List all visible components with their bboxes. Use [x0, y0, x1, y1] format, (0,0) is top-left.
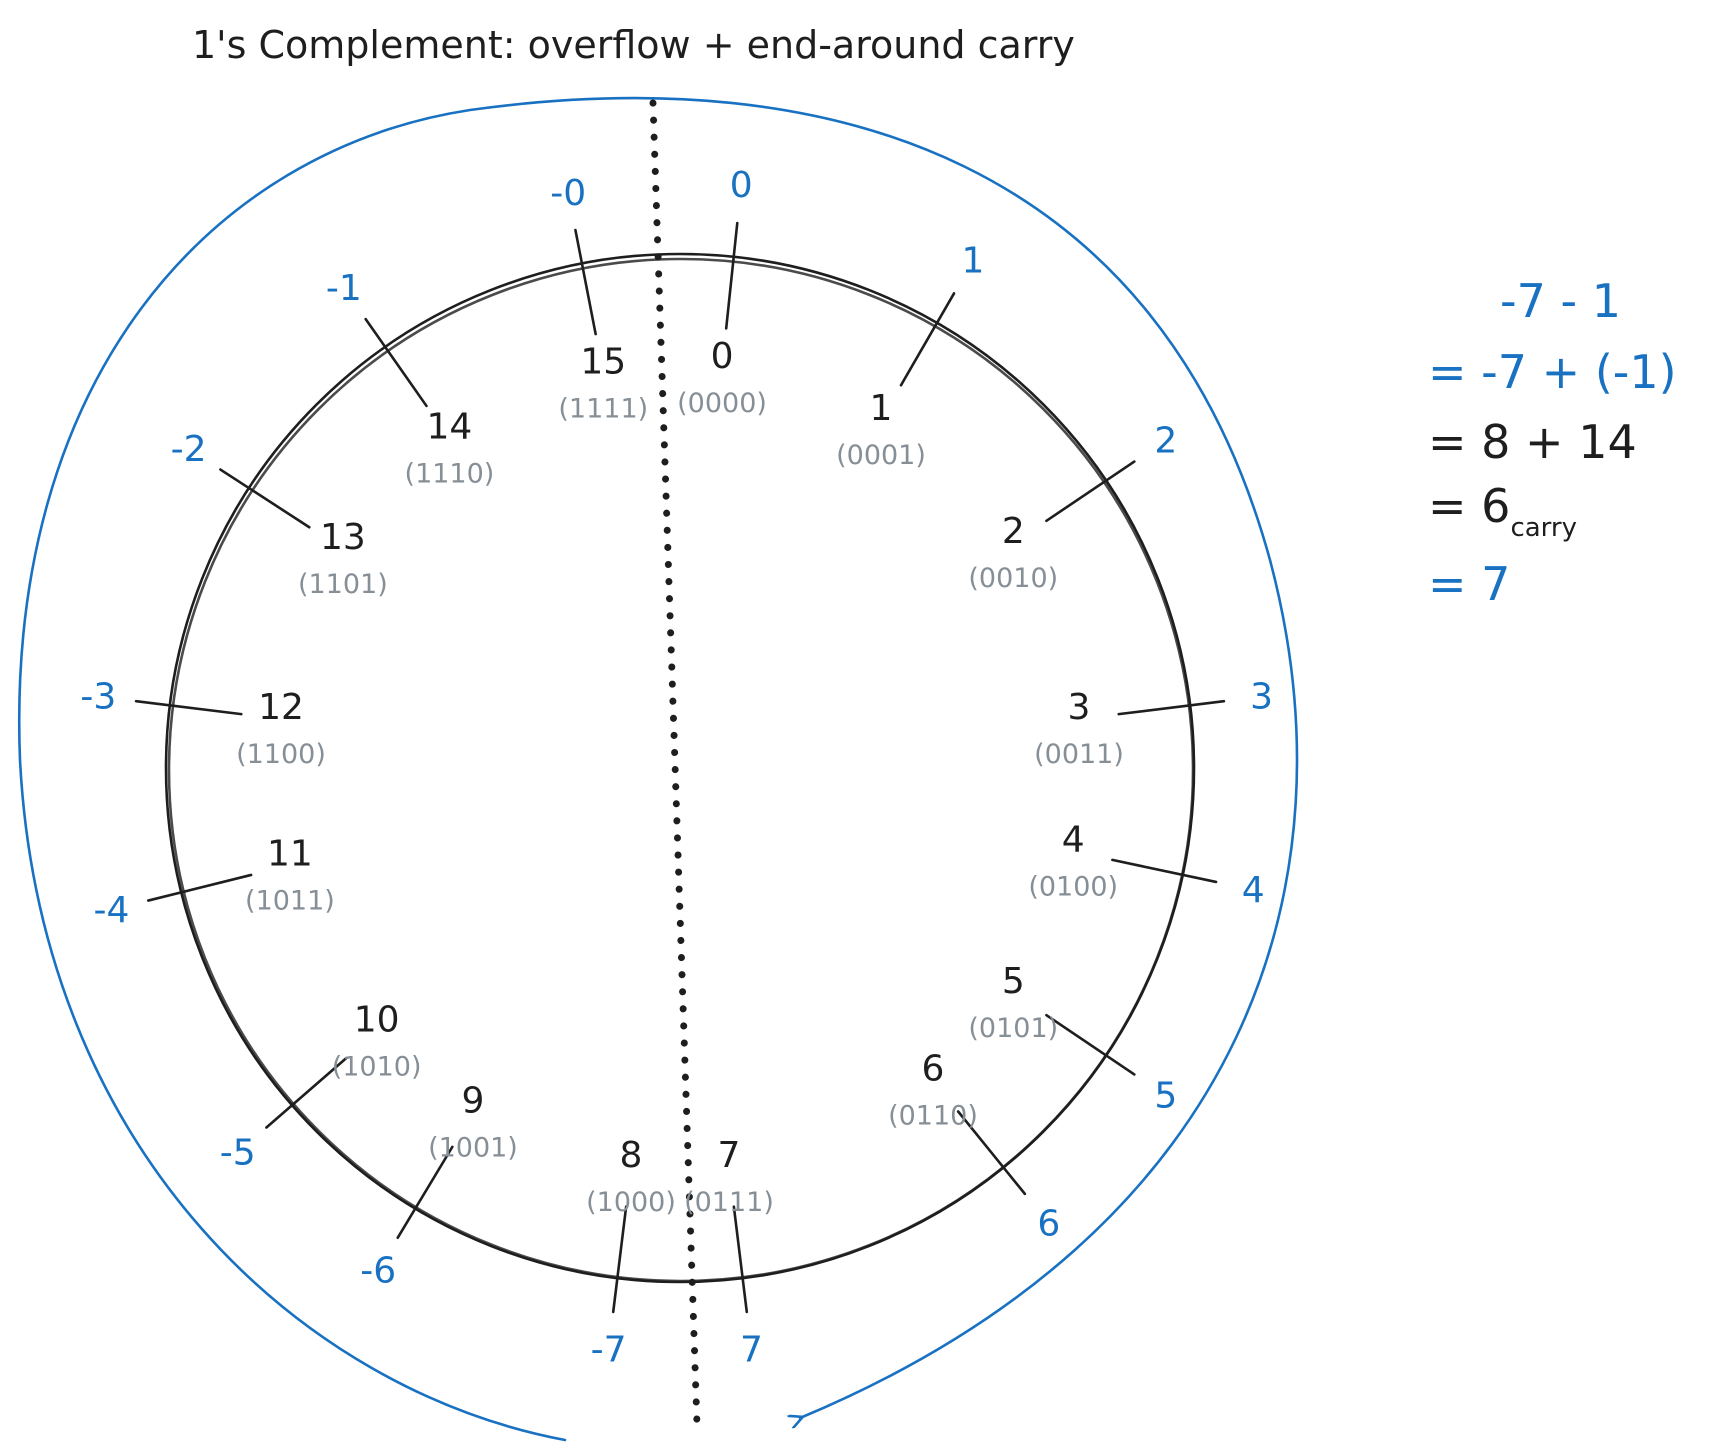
tick-line — [146, 873, 253, 902]
unsigned-value-label: 10 — [354, 1000, 400, 1041]
signed-value-label: 6 — [1037, 1203, 1060, 1244]
tick-line — [396, 1145, 454, 1240]
binary-value-label: (0100) — [1028, 872, 1118, 903]
unsigned-value-label: 4 — [1062, 820, 1085, 861]
binary-value-label: (0110) — [888, 1100, 978, 1131]
tick-line — [1045, 460, 1136, 523]
binary-value-label: (1101) — [298, 569, 388, 600]
unsigned-value-label: 2 — [1002, 511, 1025, 552]
tick-line — [724, 221, 739, 330]
binary-value-label: (0001) — [836, 440, 926, 471]
equation-block: -7 - 1 = -7 + (-1) = 8 + 14 = 6carry = 7 — [1428, 274, 1677, 611]
unsigned-value-label: 3 — [1068, 687, 1091, 728]
signed-value-label: 1 — [962, 241, 985, 282]
tick-marks: 0(0000)01(0001)12(0010)23(0011)34(0100)4… — [80, 165, 1273, 1370]
diagram-title: 1's Complement: overflow + end-around ca… — [192, 23, 1075, 67]
end-around-carry-arrow — [17, 96, 1299, 1442]
signed-value-label: 4 — [1242, 870, 1265, 911]
overflow-divider — [649, 99, 701, 1429]
signed-value-label: -4 — [93, 890, 129, 931]
tick-line — [219, 468, 311, 529]
signed-value-label: -3 — [80, 677, 116, 718]
tick-line — [265, 1056, 348, 1129]
tick-line — [134, 699, 243, 716]
binary-value-label: (0111) — [684, 1187, 774, 1218]
binary-value-label: (1000) — [586, 1187, 676, 1218]
equation-line-4: = 6carry — [1428, 479, 1577, 543]
unsigned-value-label: 7 — [718, 1135, 741, 1176]
binary-value-label: (1110) — [405, 459, 495, 490]
tick-line — [364, 317, 428, 408]
binary-value-label: (0000) — [677, 388, 767, 419]
tick-line — [1111, 858, 1218, 884]
unsigned-value-label: 11 — [267, 833, 313, 874]
signed-value-label: 3 — [1250, 677, 1273, 718]
signed-value-label: 7 — [740, 1330, 763, 1371]
equation-line-3: = 8 + 14 — [1428, 415, 1637, 469]
unsigned-value-label: 5 — [1002, 961, 1025, 1002]
binary-value-label: (1111) — [558, 393, 648, 424]
binary-value-label: (1011) — [245, 885, 335, 916]
signed-value-label: -7 — [591, 1330, 627, 1371]
signed-value-label: -0 — [550, 173, 586, 214]
unsigned-value-label: 8 — [620, 1135, 643, 1176]
unsigned-value-label: 15 — [580, 341, 626, 382]
tick-line — [574, 228, 597, 336]
equation-line-5: = 7 — [1428, 557, 1510, 611]
tick-line — [899, 292, 956, 387]
unsigned-value-label: 0 — [711, 336, 734, 377]
equation-line-4-subscript: carry — [1510, 513, 1577, 543]
signed-value-label: -5 — [220, 1132, 256, 1173]
binary-value-label: (1001) — [428, 1133, 518, 1164]
tick-line — [611, 1205, 628, 1314]
tick-line — [1045, 1013, 1136, 1076]
signed-value-label: 2 — [1154, 420, 1177, 461]
unsigned-value-label: 1 — [870, 388, 893, 429]
number-wheel-circle-stroke2 — [167, 257, 1195, 1283]
signed-value-label: 0 — [730, 165, 753, 206]
binary-value-label: (0101) — [968, 1013, 1058, 1044]
binary-value-label: (1010) — [332, 1052, 422, 1083]
signed-value-label: 5 — [1154, 1076, 1177, 1117]
binary-value-label: (0011) — [1034, 739, 1124, 770]
unsigned-value-label: 12 — [258, 687, 304, 728]
equation-line-2: = -7 + (-1) — [1428, 345, 1677, 399]
tick-line — [956, 1110, 1027, 1196]
unsigned-value-label: 9 — [462, 1081, 485, 1122]
tick-line — [1117, 699, 1226, 716]
signed-value-label: -1 — [326, 268, 362, 309]
signed-value-label: -2 — [171, 429, 207, 470]
unsigned-value-label: 6 — [922, 1048, 945, 1089]
unsigned-value-label: 13 — [320, 517, 366, 558]
binary-value-label: (1100) — [236, 739, 326, 770]
unsigned-value-label: 14 — [427, 407, 473, 448]
tick-line — [732, 1205, 749, 1314]
equation-line-4-main: = 6 — [1428, 479, 1510, 533]
binary-value-label: (0010) — [968, 563, 1058, 594]
equation-line-1: -7 - 1 — [1500, 274, 1621, 328]
signed-value-label: -6 — [360, 1250, 396, 1291]
